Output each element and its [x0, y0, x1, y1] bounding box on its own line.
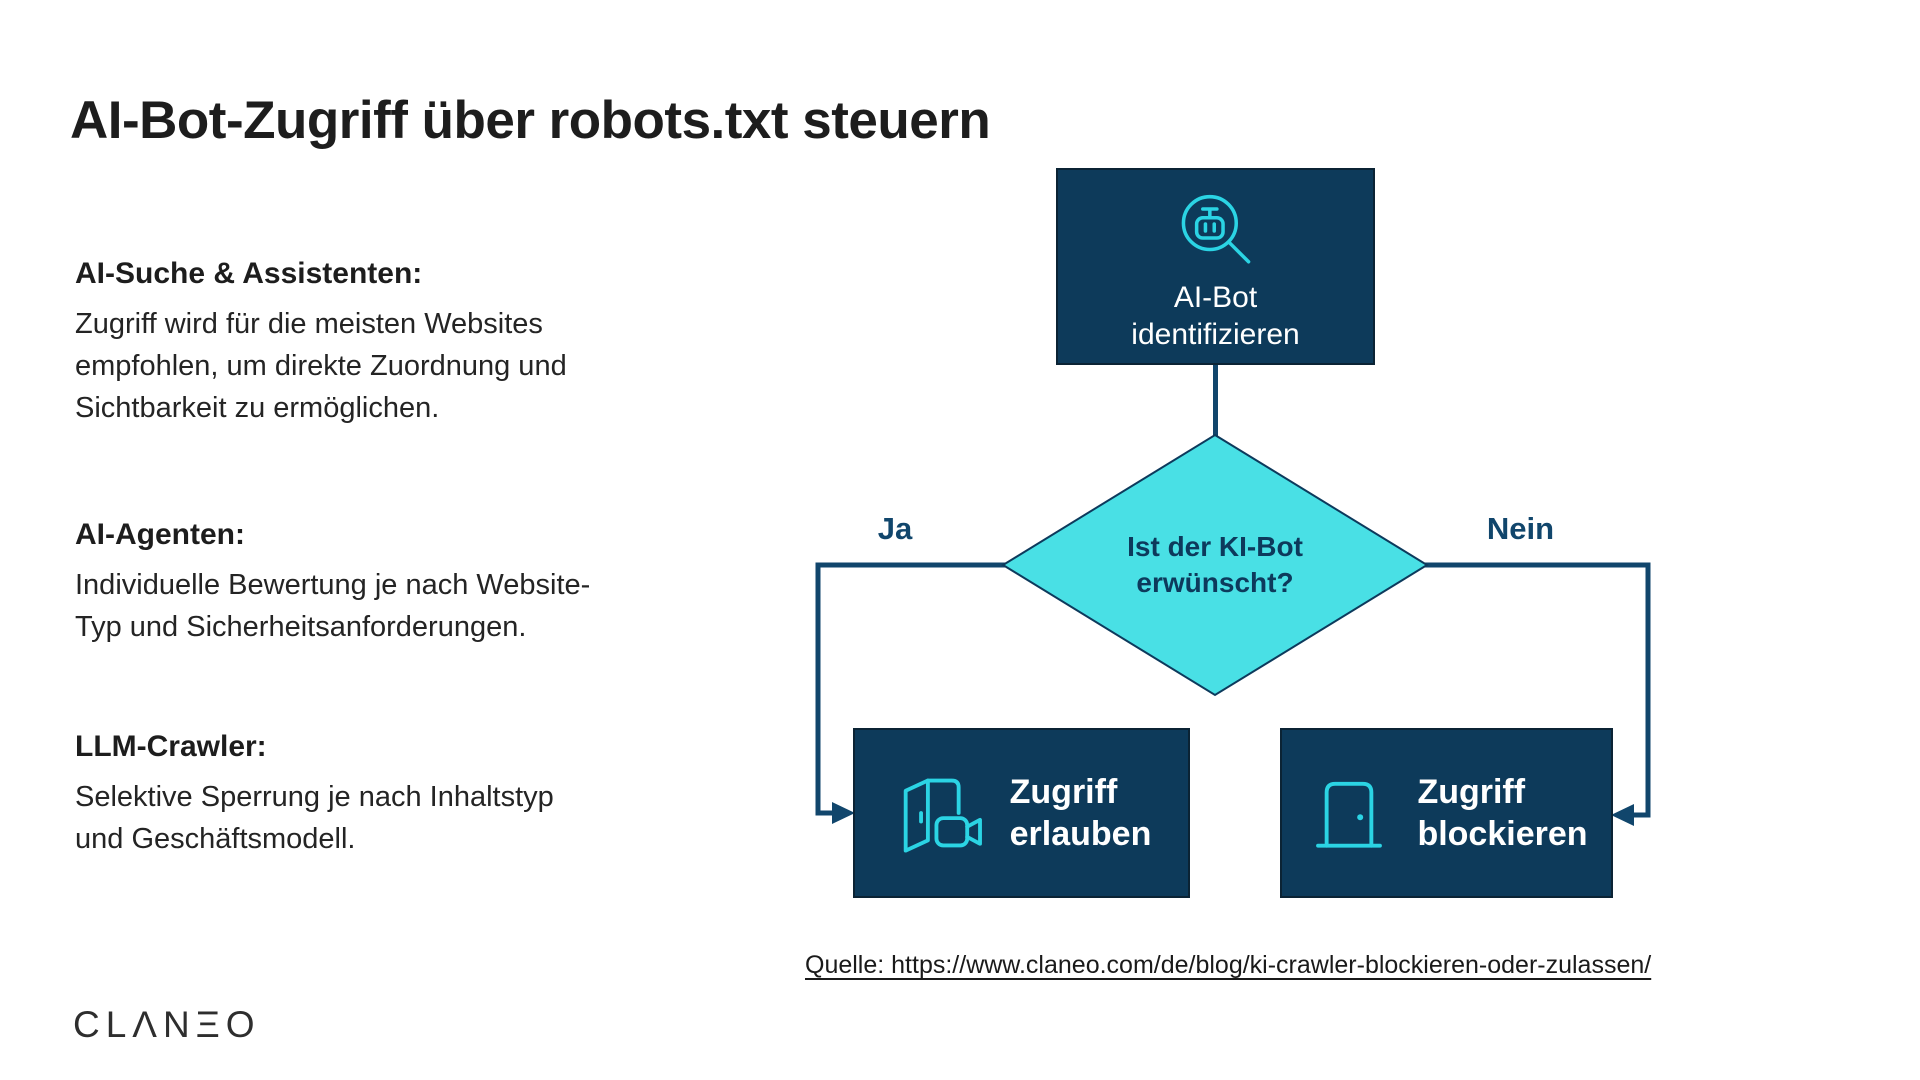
info-body: Individuelle Bewertung je nach Website- … [75, 569, 591, 643]
node-label: Zugriff blockieren [1417, 773, 1588, 853]
flowchart-node-allow: Zugriff erlauben [853, 728, 1190, 898]
info-block-ai-agents: AI-Agenten: Individuelle Bewertung je na… [75, 516, 675, 648]
flowchart-node-block: Zugriff blockieren [1280, 728, 1613, 898]
info-block-llm-crawler: LLM-Crawler: Selektive Sperrung je nach … [75, 728, 675, 860]
info-heading: LLM-Crawler: [75, 730, 267, 763]
closed-door-icon [1305, 770, 1393, 856]
info-body: Selektive Sperrung je nach Inhaltstyp un… [75, 781, 554, 855]
bot-search-icon [1172, 187, 1260, 275]
claneo-logo: CLΛNΞO [73, 1004, 261, 1045]
arrowhead-yes [832, 802, 855, 824]
info-block-ai-search: AI-Suche & Assistenten: Zugriff wird für… [75, 255, 675, 429]
source-link[interactable]: Quelle: https://www.claneo.com/de/blog/k… [805, 951, 1652, 979]
branch-label-no: Nein [1486, 511, 1555, 546]
info-body: Zugriff wird für die meisten Websites em… [75, 308, 567, 424]
flowchart-node-identify: AI-Bot identifizieren [1056, 168, 1375, 365]
page-title: AI-Bot-Zugriff über robots.txt steuern [70, 90, 991, 150]
decision-question: Ist der KI-Bot erwünscht? [1127, 531, 1303, 598]
arrowhead-no [1611, 804, 1634, 826]
branch-label-yes: Ja [877, 511, 913, 546]
node-label: Zugriff erlauben [1009, 773, 1152, 853]
node-label: AI-Bot identifizieren [1131, 280, 1300, 351]
info-heading: AI-Agenten: [75, 518, 245, 551]
open-door-icon [892, 770, 986, 856]
info-heading: AI-Suche & Assistenten: [75, 257, 423, 290]
